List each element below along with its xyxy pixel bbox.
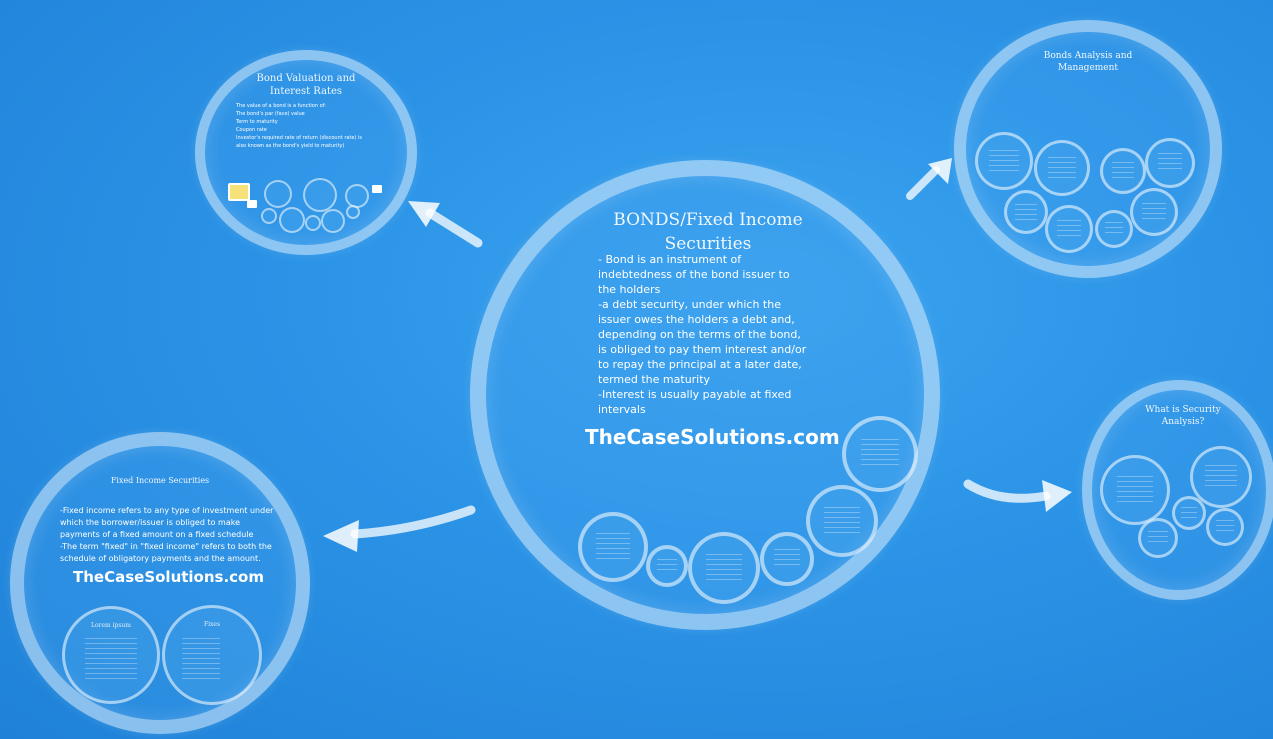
analysis-sub-bubble[interactable] — [1004, 190, 1048, 234]
fixed-line: payments of a fixed amount on a fixed sc… — [60, 530, 254, 539]
center-title: BONDS/Fixed Income Securities — [613, 210, 803, 254]
center-line: is obliged to pay them interest and/or — [598, 343, 807, 356]
analysis-sub-bubble[interactable] — [1045, 205, 1093, 253]
fixed-title: Fixed Income Securities — [110, 476, 210, 485]
security-sub-bubble[interactable] — [1190, 446, 1252, 508]
center-brand: TheCaseSolutions.com — [585, 425, 840, 449]
valuation-sub-bubble[interactable] — [279, 207, 305, 233]
center-sub-bubble[interactable] — [842, 416, 918, 492]
security-sub-bubble[interactable] — [1172, 496, 1206, 530]
security-title: What is Security Analysis? — [1128, 404, 1238, 428]
security-title-line: Analysis? — [1161, 417, 1205, 427]
analysis-sub-bubble[interactable] — [1100, 148, 1146, 194]
analysis-title-line: Bonds Analysis and — [1043, 51, 1133, 61]
analysis-sub-bubble[interactable] — [1130, 188, 1178, 236]
valuation-title-line: Bond Valuation and — [256, 73, 356, 84]
valuation-sub-bubble[interactable] — [321, 209, 345, 233]
arrow-to-analysis-icon — [906, 158, 952, 200]
center-line: -Interest is usually payable at fixed — [598, 388, 792, 401]
valuation-line: Coupon rate — [236, 127, 267, 133]
analysis-sub-bubble[interactable] — [975, 132, 1033, 190]
security-title-line: What is Security — [1145, 405, 1221, 415]
document-icon[interactable] — [372, 185, 382, 193]
center-line: termed the maturity — [598, 373, 711, 386]
folder-icon[interactable] — [228, 183, 250, 201]
valuation-sub-bubble[interactable] — [345, 184, 369, 208]
valuation-title-line: Interest Rates — [269, 86, 343, 97]
valuation-line: The bond's par (face) value — [236, 111, 305, 117]
valuation-sub-bubble[interactable] — [303, 178, 337, 212]
center-line: depending on the terms of the bond, — [598, 328, 801, 341]
valuation-line: Term to maturity — [236, 119, 278, 125]
valuation-sub-bubble[interactable] — [264, 180, 292, 208]
center-line: the holders — [598, 283, 661, 296]
center-line: issuer owes the holders a debt and, — [598, 313, 795, 326]
valuation-sub-bubble[interactable] — [305, 215, 321, 231]
valuation-line: The value of a bond is a function of: — [236, 103, 326, 109]
fixed-sub-bubble-right[interactable]: Fixes — [162, 605, 262, 705]
center-body: - Bond is an instrument of indebtedness … — [598, 252, 838, 417]
analysis-sub-bubble[interactable] — [1095, 210, 1133, 248]
analysis-title-line: Management — [1057, 63, 1119, 73]
security-sub-bubble[interactable] — [1206, 508, 1244, 546]
valuation-title: Bond Valuation and Interest Rates — [236, 72, 376, 98]
fixed-body: -Fixed income refers to any type of inve… — [60, 505, 300, 565]
valuation-body: The value of a bond is a function of: Th… — [236, 102, 386, 150]
arrow-to-valuation-icon — [408, 201, 483, 248]
fixed-sub-bubble-left-label: Lorem ipsum — [90, 621, 131, 629]
center-sub-bubble[interactable] — [646, 545, 688, 587]
analysis-title: Bonds Analysis and Management — [1020, 50, 1156, 74]
fixed-sub-bubble-left[interactable]: Lorem ipsum — [62, 606, 160, 704]
center-line: - Bond is an instrument of — [598, 253, 742, 266]
arrow-to-fixed-income-icon — [323, 505, 476, 552]
fixed-sub-bubble-right-label: Fixes — [203, 621, 221, 629]
fixed-line: -The term "fixed" in "fixed income" refe… — [60, 542, 272, 551]
valuation-sub-bubble[interactable] — [261, 208, 277, 224]
valuation-line: Investor's required rate of return (disc… — [236, 135, 363, 141]
center-sub-bubble[interactable] — [578, 512, 648, 582]
center-sub-bubble[interactable] — [806, 485, 878, 557]
fixed-line: -Fixed income refers to any type of inve… — [60, 506, 274, 515]
center-line: -a debt security, under which the — [598, 298, 781, 311]
center-sub-bubble[interactable] — [760, 532, 814, 586]
center-sub-bubble[interactable] — [688, 532, 760, 604]
center-line: to repay the principal at a later date, — [598, 358, 802, 371]
security-sub-bubble[interactable] — [1138, 518, 1178, 558]
analysis-sub-bubble[interactable] — [1034, 140, 1090, 196]
document-icon[interactable] — [247, 200, 257, 208]
valuation-line: also known as the bond's yield to maturi… — [236, 143, 345, 149]
center-line: intervals — [598, 403, 646, 416]
fixed-line: which the borrower/issuer is obliged to … — [60, 518, 240, 527]
arrow-to-security-icon — [963, 479, 1072, 512]
center-line: indebtedness of the bond issuer to — [598, 268, 790, 281]
bond-valuation-circle[interactable] — [195, 50, 417, 255]
fixed-brand: TheCaseSolutions.com — [73, 568, 264, 586]
security-sub-bubble[interactable] — [1100, 455, 1170, 525]
analysis-sub-bubble[interactable] — [1145, 138, 1195, 188]
fixed-line: schedule of obligatory payments and the … — [60, 554, 261, 563]
valuation-sub-bubble[interactable] — [346, 205, 360, 219]
